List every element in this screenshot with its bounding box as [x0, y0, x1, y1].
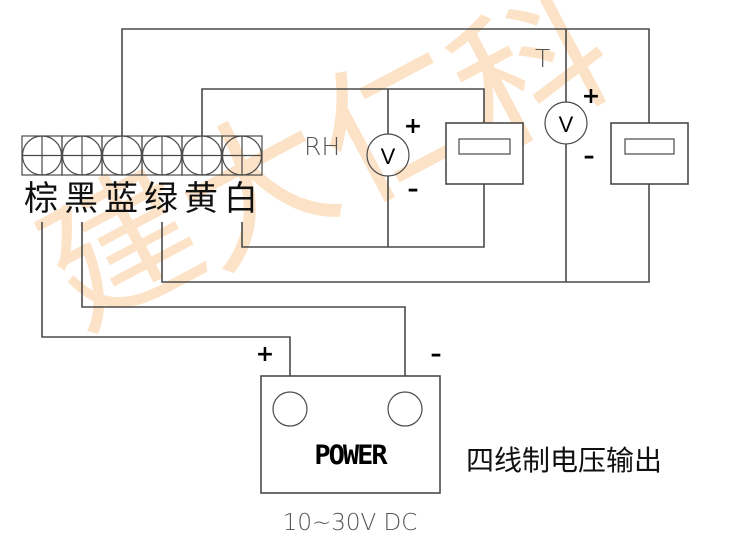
wire-yellow: [201, 88, 485, 136]
terminal-white: [221, 135, 263, 176]
power-spec: 10~30V DC: [283, 510, 418, 536]
terminal-green: [141, 135, 183, 176]
terminal-labels: 棕 黑 蓝 绿 黄 白: [24, 179, 258, 219]
diagram-caption: 四线制电压输出: [466, 444, 662, 477]
terminal-blue: [101, 135, 143, 176]
terminal-label-black: 黑: [64, 179, 98, 219]
rh-voltmeter-minus: –: [408, 177, 419, 202]
t-label: T: [535, 44, 550, 73]
terminal-label-green: 绿: [144, 179, 178, 219]
power-terminal-plus: [272, 391, 308, 427]
wire-blue: [121, 28, 650, 136]
t-display-window: [624, 138, 675, 155]
wire-black: [81, 222, 406, 376]
rh-voltmeter: V + –: [366, 114, 422, 202]
t-voltmeter-symbol: V: [559, 112, 574, 137]
wire-white: [241, 184, 485, 248]
t-voltmeter-plus: +: [582, 84, 600, 109]
terminal-yellow: [181, 135, 223, 176]
terminal-label-white: 白: [224, 179, 258, 219]
power-terminal-minus: [387, 391, 423, 427]
rh-display-window: [458, 138, 511, 155]
power-supply: + – POWER 10~30V DC: [256, 342, 442, 536]
rh-label: RH: [304, 132, 340, 161]
terminal-block: [21, 135, 263, 176]
power-minus-sign: –: [431, 342, 442, 367]
terminal-label-yellow: 黄: [184, 179, 218, 219]
wire-brown: [41, 222, 291, 376]
wire-green: [161, 184, 650, 283]
t-display: [610, 122, 689, 185]
terminal-label-brown: 棕: [24, 179, 58, 219]
terminal-brown: [21, 135, 63, 176]
t-channel: T V + –: [535, 44, 689, 185]
power-plus-sign: +: [256, 342, 274, 367]
power-box: [260, 375, 441, 494]
rh-voltmeter-symbol: V: [381, 144, 396, 169]
rh-voltmeter-plus: +: [404, 114, 422, 139]
rh-display: [445, 122, 524, 185]
wires: [41, 28, 650, 376]
t-voltmeter: V + –: [544, 84, 600, 169]
rh-channel: RH V + –: [304, 114, 524, 202]
t-voltmeter-minus: –: [584, 144, 595, 169]
terminal-black: [61, 135, 103, 176]
power-label: POWER: [314, 440, 388, 471]
terminal-label-blue: 蓝: [104, 179, 138, 219]
